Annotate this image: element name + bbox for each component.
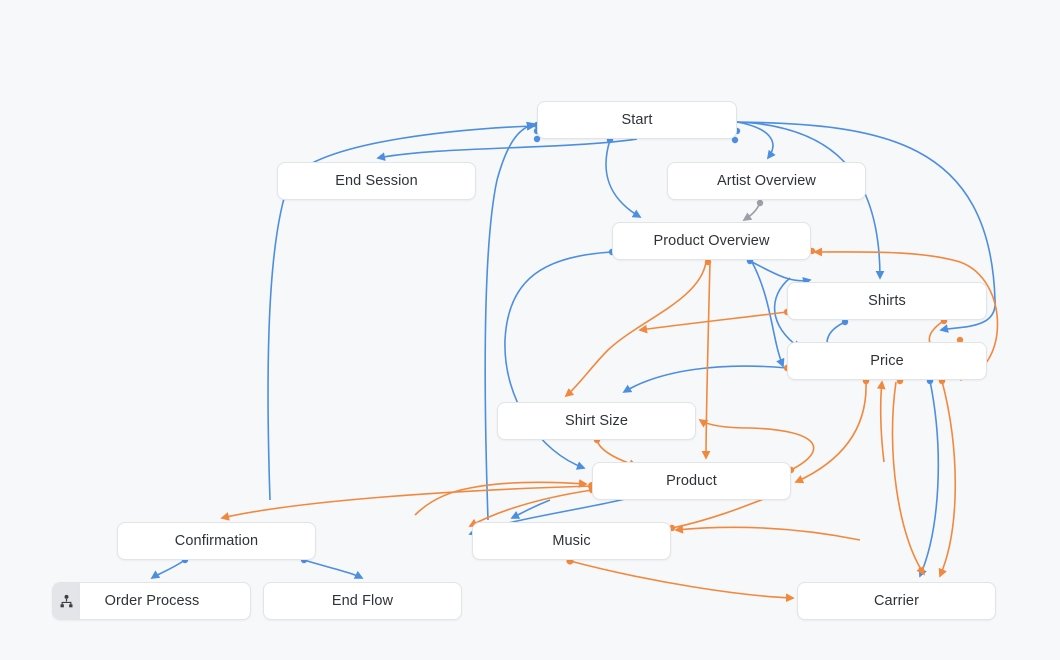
node-label: End Session [335, 172, 418, 189]
node-product[interactable]: Product [592, 462, 791, 500]
node-label: Order Process [104, 592, 200, 609]
node-label: End Flow [331, 592, 394, 609]
node-order-process[interactable]: Order Process [52, 582, 251, 620]
node-label: Artist Overview [717, 172, 816, 189]
node-carrier[interactable]: Carrier [797, 582, 996, 620]
node-shirt-size[interactable]: Shirt Size [497, 402, 696, 440]
node-music[interactable]: Music [472, 522, 671, 560]
sitemap-icon [53, 583, 80, 619]
node-label: Confirmation [174, 532, 259, 549]
node-label: Product Overview [653, 232, 770, 249]
node-label: Product [666, 472, 717, 489]
node-label: Shirts [868, 292, 906, 309]
node-price[interactable]: Price [787, 342, 987, 380]
node-start[interactable]: Start [537, 101, 737, 139]
node-end-session[interactable]: End Session [277, 162, 476, 200]
node-end-flow[interactable]: End Flow [263, 582, 462, 620]
node-product-overview[interactable]: Product Overview [612, 222, 811, 260]
node-label: Music [552, 532, 591, 549]
edges-gray [742, 202, 761, 221]
node-confirmation[interactable]: Confirmation [117, 522, 316, 560]
node-shirts[interactable]: Shirts [787, 282, 987, 320]
node-artist-overview[interactable]: Artist Overview [667, 162, 866, 200]
node-label: Carrier [873, 592, 919, 609]
node-label: Price [870, 352, 904, 369]
node-label: Shirt Size [564, 412, 629, 429]
node-label: Start [621, 111, 653, 128]
